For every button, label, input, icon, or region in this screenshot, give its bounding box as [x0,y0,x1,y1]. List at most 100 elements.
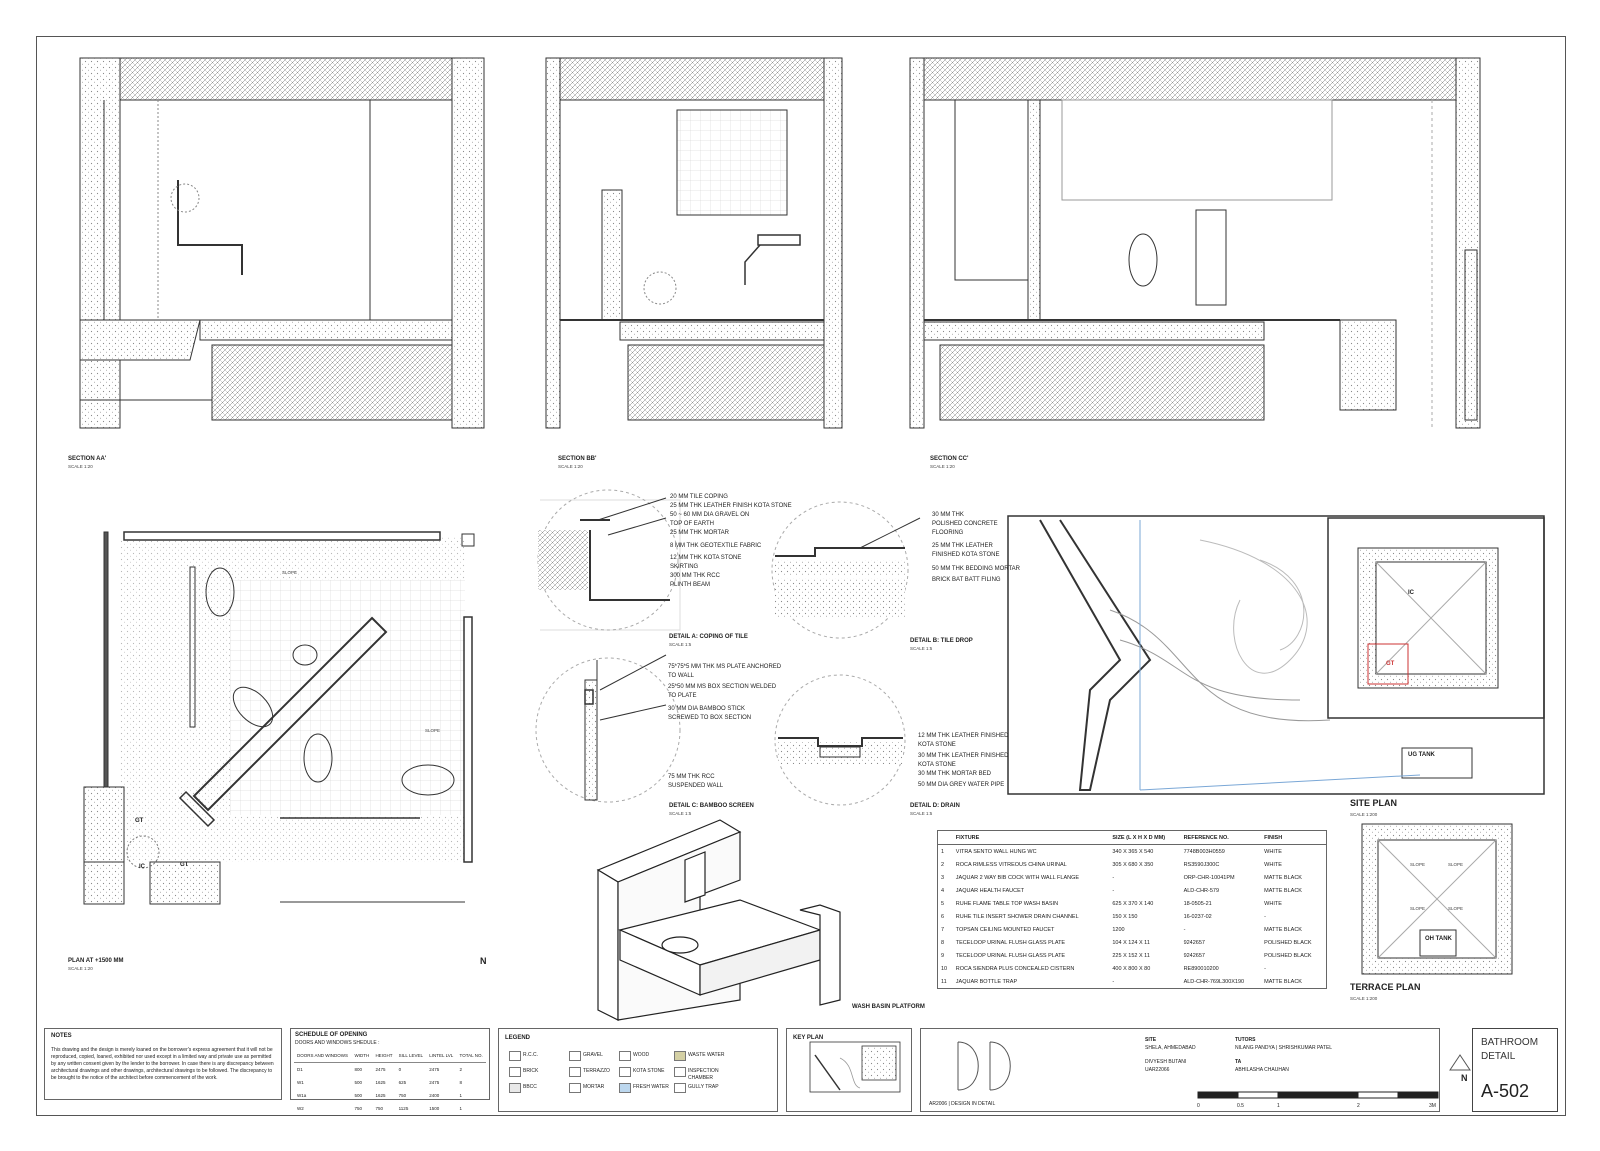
site-plan-drawing [1007,515,1545,795]
legend-label: GULLY TRAP [688,1084,719,1090]
tutors-value: NILANG PANDYA | SHRISHKUMAR PATEL [1235,1045,1333,1051]
sheet-title-1: BATHROOM [1481,1037,1539,1048]
sheet-title-2: DETAIL [1481,1051,1516,1062]
detail-b-drawing [771,501,921,639]
plan-label-slope1: SLOPE [282,570,298,575]
site-plan-tank: UG TANK [1408,752,1435,758]
scale-1: 1 [1277,1103,1280,1109]
ta-value: ABHILASHA CHAUHAN [1235,1067,1289,1073]
legend-swatch [509,1067,521,1077]
legend-label: TERRAZZO [583,1068,610,1074]
scale-bar [1197,1091,1439,1099]
section-aa-scale: SCALE 1:20 [68,464,93,469]
key-plan-box: KEY PLAN [786,1028,912,1112]
title-block: AR2006 | DESIGN IN DETAIL SITE SHELA, AH… [920,1028,1468,1112]
legend-label: BBCC [523,1084,537,1090]
legend-swatch [674,1083,686,1093]
legend-swatch [674,1051,686,1061]
legend-label: WOOD [633,1052,650,1058]
terrace-slope-1: SLOPE [1410,862,1426,867]
section-cc-drawing [909,57,1481,430]
legend-swatch [569,1067,581,1077]
schedule-title: SCHEDULE OF OPENING [295,1032,368,1038]
legend-box: LEGEND R.C.C. BRICK BBCC GRAVEL TERRAZZO MORT… [498,1028,778,1112]
site-plan-title: SITE PLAN [1350,798,1398,808]
site-value: SHELA, AHMEDABAD [1145,1045,1196,1051]
scale-2: 2 [1357,1103,1360,1109]
sheet-box: BATHROOM DETAIL A-502 [1472,1028,1558,1112]
tutors-label: TUTORS [1235,1037,1256,1043]
plan-title: PLAN AT +1500 MM [68,958,124,964]
legend-swatch [569,1083,581,1093]
terrace-plan-title: TERRACE PLAN [1350,982,1421,992]
detail-c-drawing [535,654,681,803]
legend-label: GRAVEL [583,1052,603,1058]
detail-b-scale: SCALE 1:5 [910,646,933,651]
student-id: UAR22066 [1145,1067,1170,1073]
terrace-slope-4: SLOPE [1448,906,1464,911]
sheet-number: A-502 [1481,1081,1530,1101]
legend-title: LEGEND [505,1035,531,1041]
legend-label: MORTAR [583,1084,605,1090]
section-bb-drawing [545,57,843,429]
plan-north: N [480,956,487,966]
schedule-box: SCHEDULE OF OPENING DOORS AND WINDOWS SH… [290,1028,490,1111]
plan-label-gt1: GT [135,818,144,824]
terrace-tank: OH TANK [1425,936,1452,942]
schedule-subtitle: DOORS AND WINDOWS SHEDULE : [295,1040,380,1046]
detail-a-drawing [537,489,681,631]
legend-swatch [569,1051,581,1061]
notes-text: This drawing and the design is merely lo… [51,1047,274,1081]
site-label: SITE [1145,1037,1157,1043]
student-name: DIVYESH BUTANI [1145,1059,1187,1065]
logo-drawing [957,1041,1011,1091]
course-label: AR2006 | DESIGN IN DETAIL [929,1101,996,1107]
legend-label: R.C.C. [523,1052,538,1058]
tb-north: N [1461,1073,1468,1083]
legend-swatch [509,1083,521,1093]
site-plan-gt: GT [1386,661,1395,667]
notes-title: NOTES [51,1033,72,1039]
ta-label: TA [1235,1059,1242,1065]
terrace-slope-3: SLOPE [1410,906,1426,911]
section-aa-title: SECTION AA' [68,456,107,462]
section-cc-title: SECTION CC' [930,456,969,462]
detail-b-title: DETAIL B: TILE DROP [910,638,973,644]
detail-d-scale: SCALE 1:5 [910,811,933,816]
detail-c-scale: SCALE 1:5 [669,811,692,816]
section-bb-title: SECTION BB' [558,456,597,462]
plan-label-slope2: SLOPE [425,728,441,733]
section-bb-scale: SCALE 1:20 [558,464,583,469]
plan-label-ic: IC [139,864,145,870]
wash-basin-drawing [596,819,841,1021]
legend-swatch [619,1083,631,1093]
fixture-schedule: FIXTURE SIZE (L X H X D MM) REFERENCE NO… [937,830,1327,989]
plan-scale: SCALE 1:20 [68,966,93,971]
scale-05: 0.5 [1237,1103,1244,1109]
legend-label: FRESH WATER [633,1084,669,1090]
legend-label: BRICK [523,1068,539,1074]
scale-0: 0 [1197,1103,1200,1109]
legend-swatch [619,1067,631,1077]
plan-label-gt2: GT [180,862,189,868]
section-aa-drawing [79,57,485,429]
legend-swatch [619,1051,631,1061]
key-plan-drawing [809,1041,901,1093]
terrace-plan-scale: SCALE 1:200 [1350,996,1378,1001]
site-plan-scale: SCALE 1:200 [1350,812,1378,817]
detail-d-drawing [774,674,906,806]
section-cc-scale: SCALE 1:20 [930,464,955,469]
scale-3m: 3M [1429,1103,1436,1109]
